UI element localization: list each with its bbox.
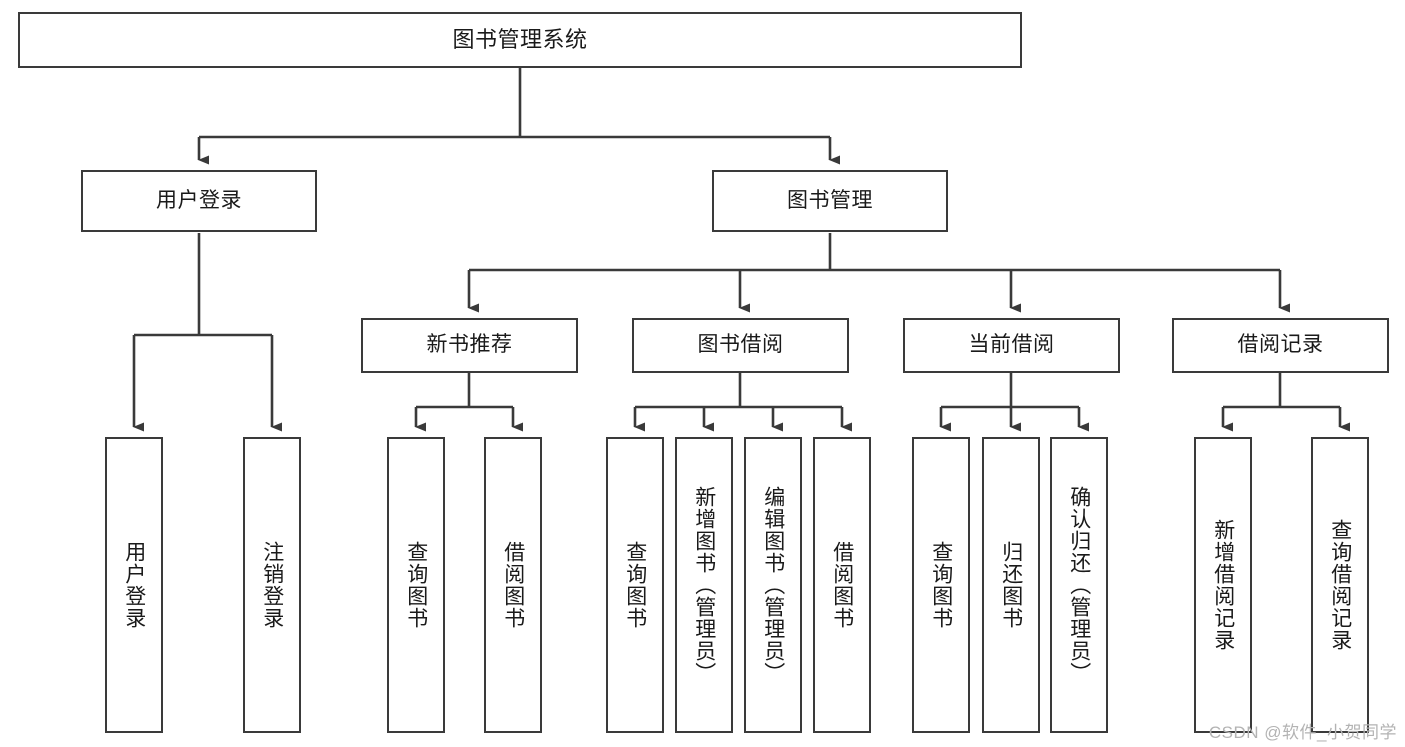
node-book-management[interactable]: 图书管理	[712, 170, 948, 232]
leaf-new-book-borrow[interactable]: 借阅图书	[484, 437, 542, 733]
leaf-return-book[interactable]: 归还图书	[982, 437, 1040, 733]
leaf-new-book-query-label: 查询图书	[404, 541, 428, 629]
node-user-login[interactable]: 用户登录	[81, 170, 317, 232]
leaf-borrow-query-book-label: 查询图书	[623, 541, 647, 629]
leaf-borrow-book-label: 借阅图书	[830, 541, 854, 629]
node-borrow-record-label: 借阅记录	[1237, 333, 1324, 357]
leaf-add-book-admin-label: 新增图书（管理员）	[692, 486, 716, 684]
leaf-confirm-return-admin-label: 确认归还（管理员）	[1067, 486, 1091, 684]
node-current-borrow[interactable]: 当前借阅	[903, 318, 1120, 373]
leaf-new-book-query[interactable]: 查询图书	[387, 437, 445, 733]
leaf-add-book-admin[interactable]: 新增图书（管理员）	[675, 437, 733, 733]
leaf-borrow-book[interactable]: 借阅图书	[813, 437, 871, 733]
leaf-new-book-borrow-label: 借阅图书	[501, 541, 525, 629]
node-book-management-label: 图书管理	[787, 188, 873, 212]
leaf-current-query-book[interactable]: 查询图书	[912, 437, 970, 733]
leaf-edit-book-admin[interactable]: 编辑图书（管理员）	[744, 437, 802, 733]
leaf-user-login[interactable]: 用户登录	[105, 437, 163, 733]
leaf-query-borrow-record-label: 查询借阅记录	[1328, 519, 1352, 651]
node-book-borrow-label: 图书借阅	[697, 333, 784, 357]
leaf-add-borrow-record[interactable]: 新增借阅记录	[1194, 437, 1252, 733]
leaf-query-borrow-record[interactable]: 查询借阅记录	[1311, 437, 1369, 733]
node-new-book-recommend-label: 新书推荐	[426, 333, 513, 357]
leaf-logout-label: 注销登录	[260, 541, 284, 629]
node-root-system-label: 图书管理系统	[452, 27, 588, 53]
leaf-add-borrow-record-label: 新增借阅记录	[1211, 519, 1235, 651]
node-root-system[interactable]: 图书管理系统	[18, 12, 1022, 68]
leaf-borrow-query-book[interactable]: 查询图书	[606, 437, 664, 733]
node-current-borrow-label: 当前借阅	[968, 333, 1055, 357]
leaf-return-book-label: 归还图书	[999, 541, 1023, 629]
leaf-current-query-book-label: 查询图书	[929, 541, 953, 629]
leaf-edit-book-admin-label: 编辑图书（管理员）	[761, 486, 785, 684]
leaf-logout[interactable]: 注销登录	[243, 437, 301, 733]
node-user-login-label: 用户登录	[156, 188, 242, 212]
leaf-user-login-label: 用户登录	[122, 541, 146, 629]
node-book-borrow[interactable]: 图书借阅	[632, 318, 849, 373]
leaf-confirm-return-admin[interactable]: 确认归还（管理员）	[1050, 437, 1108, 733]
node-new-book-recommend[interactable]: 新书推荐	[361, 318, 578, 373]
node-borrow-record[interactable]: 借阅记录	[1172, 318, 1389, 373]
